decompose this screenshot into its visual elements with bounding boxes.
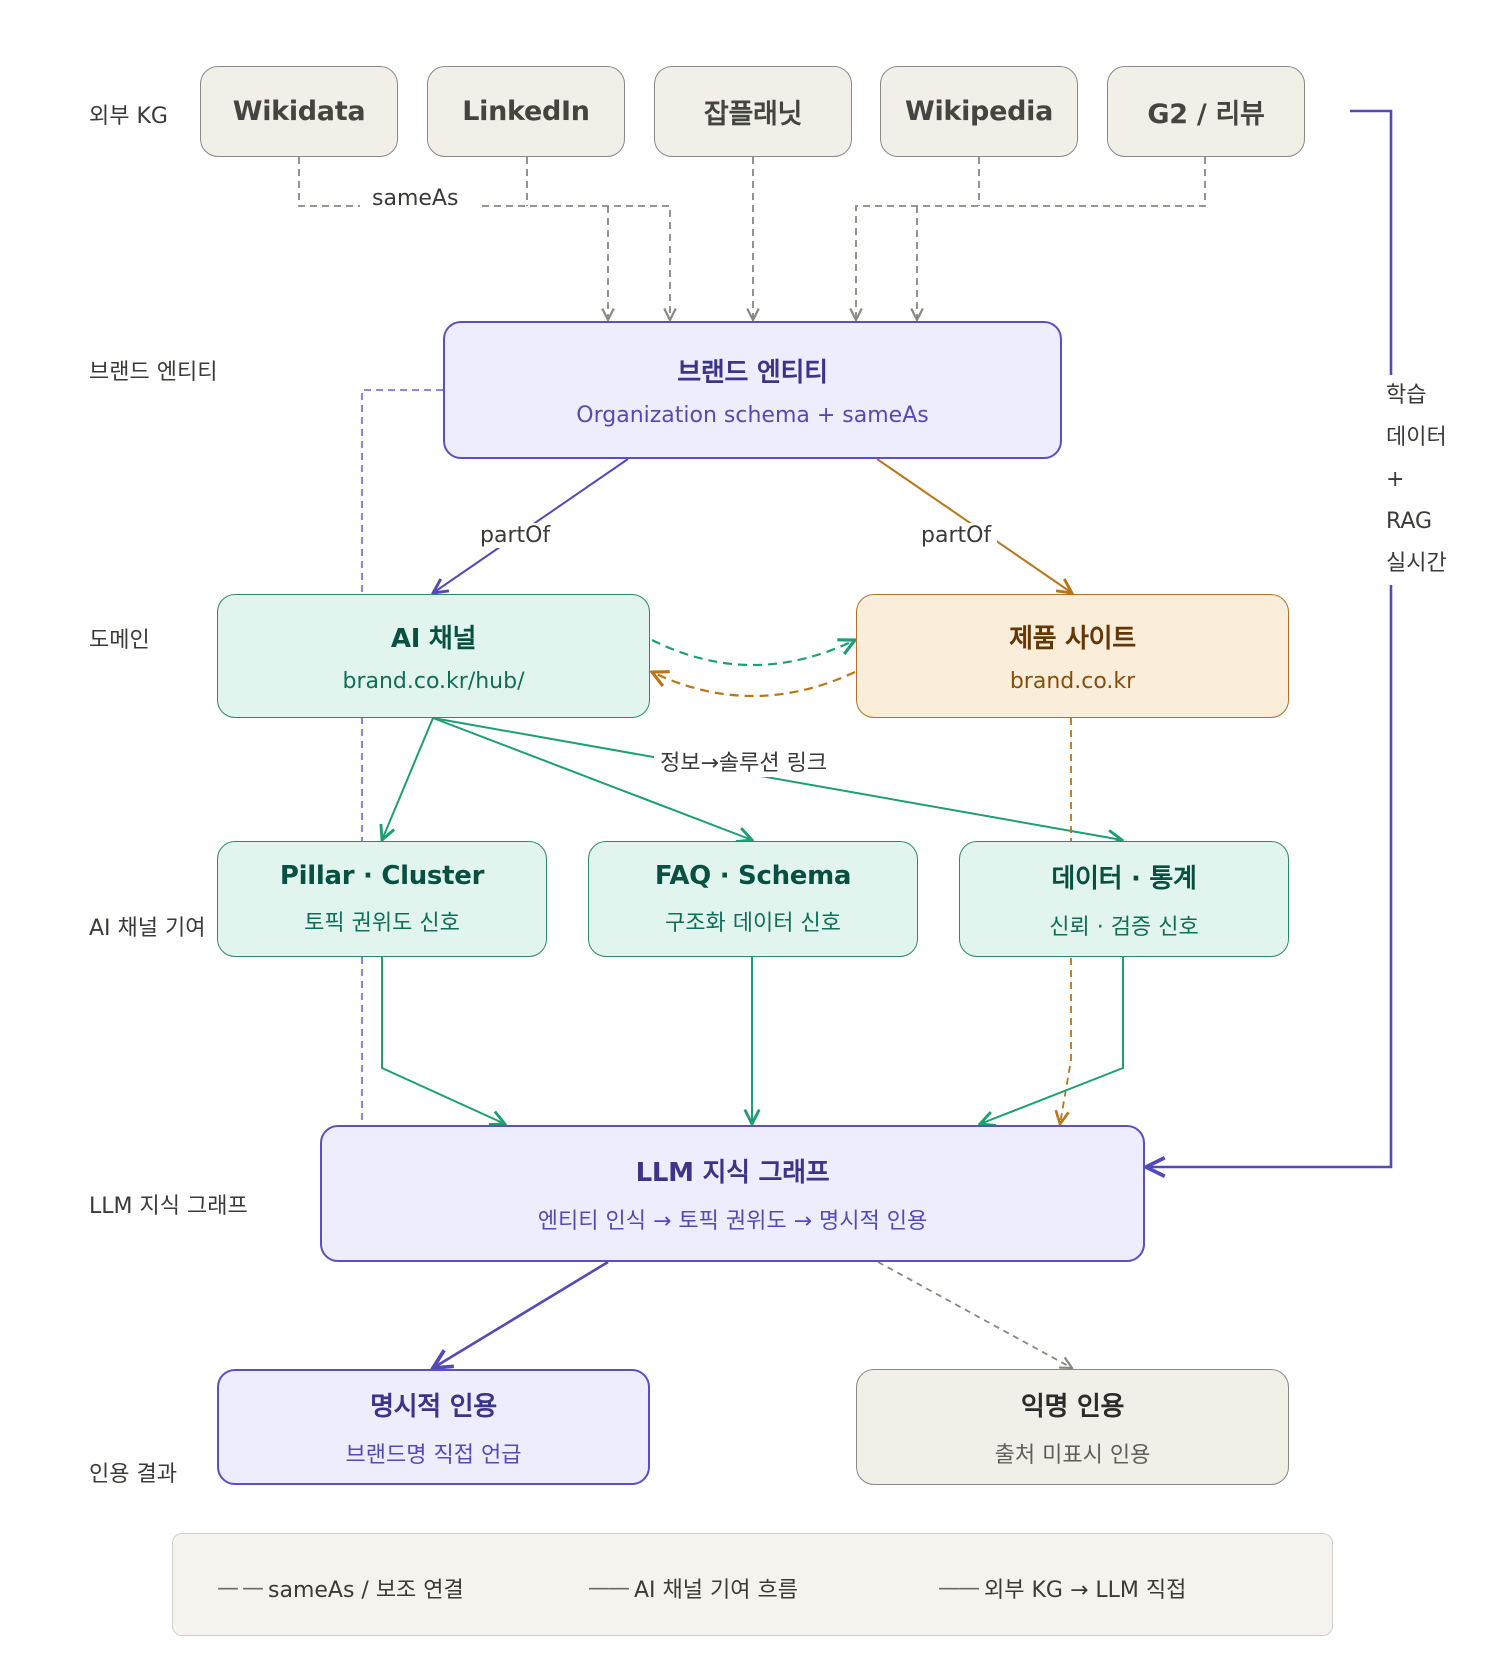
node-anonymous-citation-title: 익명 인용 [1020,1391,1125,1422]
node-llm-knowledge-graph-subtitle: 엔티티 인식 → 토픽 권위도 → 명시적 인용 [537,1209,928,1234]
edge-label-training-rag-line: RAG [1386,501,1447,543]
edge-label-training-rag-line: 학습 [1386,375,1447,417]
edge-pillar-to-llm [381,957,505,1124]
row-label-external-kg: 외부 KG [89,104,168,129]
node-product-site-title: 제품 사이트 [1009,624,1136,654]
edge-label-partof-left: partOf [474,523,557,548]
node-linkedin-label: LinkedIn [462,96,590,127]
legend-item-label: 외부 KG → LLM 직접 [984,1578,1187,1603]
edge-label-training-rag-line: 실시간 [1386,543,1447,585]
node-data-stats-title: 데이터 · 통계 [1051,863,1197,894]
edge-kg-to-llm-direct [1146,109,1393,1167]
node-pillar-cluster[interactable]: Pillar · Cluster 토픽 권위도 신호 [217,841,547,957]
node-jobplanet[interactable]: 잡플래닛 [654,66,852,157]
node-explicit-citation-subtitle: 브랜드명 직접 언급 [345,1442,522,1468]
node-explicit-citation-title: 명시적 인용 [370,1391,497,1422]
node-anonymous-citation-subtitle: 출처 미표시 인용 [994,1442,1151,1468]
node-linkedin[interactable]: LinkedIn [427,66,625,157]
legend-item-label: sameAs / 보조 연결 [268,1578,464,1603]
row-label-brand-entity: 브랜드 엔티티 [89,360,218,385]
node-wikidata-label: Wikidata [232,96,366,127]
legend-solid-line-icon: —— [588,1575,630,1601]
node-jobplanet-label: 잡플래닛 [703,99,803,130]
node-faq-schema[interactable]: FAQ · Schema 구조화 데이터 신호 [588,841,918,957]
node-faq-schema-subtitle: 구조화 데이터 신호 [665,911,841,936]
node-wikidata[interactable]: Wikidata [200,66,398,157]
node-brand-entity[interactable]: 브랜드 엔티티 Organization schema + sameAs [443,321,1062,459]
edge-label-sameas: sameAs [366,186,465,211]
node-pillar-cluster-subtitle: 토픽 권위도 신호 [304,911,460,936]
node-llm-knowledge-graph[interactable]: LLM 지식 그래프 엔티티 인식 → 토픽 권위도 → 명시적 인용 [320,1125,1145,1262]
edge-label-training-rag: 학습 데이터 + RAG 실시간 [1386,375,1447,585]
node-pillar-cluster-title: Pillar · Cluster [279,861,485,891]
legend-item-label: AI 채널 기여 흐름 [634,1578,798,1603]
node-ai-channel[interactable]: AI 채널 brand.co.kr/hub/ [217,594,650,718]
edge-label-training-rag-line: + [1386,459,1447,501]
edge-ai-to-data [432,717,1122,840]
node-llm-knowledge-graph-title: LLM 지식 그래프 [635,1158,830,1188]
edge-data-to-llm [980,957,1124,1124]
legend-dashed-line-icon: — — [217,1575,264,1601]
edge-sameas-bus-right [856,157,1206,320]
edge-label-training-rag-line: 데이터 [1386,417,1447,459]
edge-sameas-bus-left [482,205,670,320]
edge-ai-to-pillar [382,717,434,840]
edge-product-to-ai [652,672,856,697]
edge-llm-to-anonymous [877,1261,1072,1368]
edge-ai-to-faq [432,717,752,840]
edge-wikidata-sameas [298,157,360,207]
node-data-stats[interactable]: 데이터 · 통계 신뢰 · 검증 신호 [959,841,1289,957]
node-faq-schema-title: FAQ · Schema [654,861,852,891]
node-brand-entity-subtitle: Organization schema + sameAs [576,403,929,428]
node-anonymous-citation[interactable]: 익명 인용 출처 미표시 인용 [856,1369,1289,1485]
node-product-site[interactable]: 제품 사이트 brand.co.kr [856,594,1289,718]
node-ai-channel-subtitle: brand.co.kr/hub/ [342,669,525,694]
legend-item-ai-flow: —— AI 채널 기여 흐름 [588,1572,798,1604]
node-ai-channel-title: AI 채널 [390,624,477,654]
node-data-stats-subtitle: 신뢰 · 검증 신호 [1049,914,1199,940]
node-brand-entity-title: 브랜드 엔티티 [677,358,828,388]
row-label-domain: 도메인 [89,628,150,653]
node-explicit-citation[interactable]: 명시적 인용 브랜드명 직접 언급 [217,1369,650,1485]
node-g2-reviews[interactable]: G2 / 리뷰 [1107,66,1305,157]
edge-product-to-llm [1060,718,1072,1124]
legend-item-sameas: — — sameAs / 보조 연결 [217,1572,464,1604]
legend: — — sameAs / 보조 연결 —— AI 채널 기여 흐름 —— 외부 … [172,1533,1333,1636]
node-wikipedia[interactable]: Wikipedia [880,66,1078,157]
row-label-llm-graph: LLM 지식 그래프 [89,1194,248,1219]
node-product-site-subtitle: brand.co.kr [1009,669,1136,694]
edge-ai-to-product [651,640,855,666]
legend-item-kg-direct: —— 외부 KG → LLM 직접 [938,1572,1186,1604]
legend-solid-line-icon: —— [938,1575,980,1601]
node-g2-reviews-label: G2 / 리뷰 [1147,99,1265,130]
row-label-citation-result: 인용 결과 [89,1462,177,1487]
edge-label-partof-right: partOf [915,523,998,548]
edge-label-info-to-solution: 정보→솔루션 링크 [654,745,834,777]
node-wikipedia-label: Wikipedia [905,96,1053,127]
row-label-ai-contribution: AI 채널 기여 [89,916,206,941]
edge-llm-to-explicit [433,1260,609,1368]
